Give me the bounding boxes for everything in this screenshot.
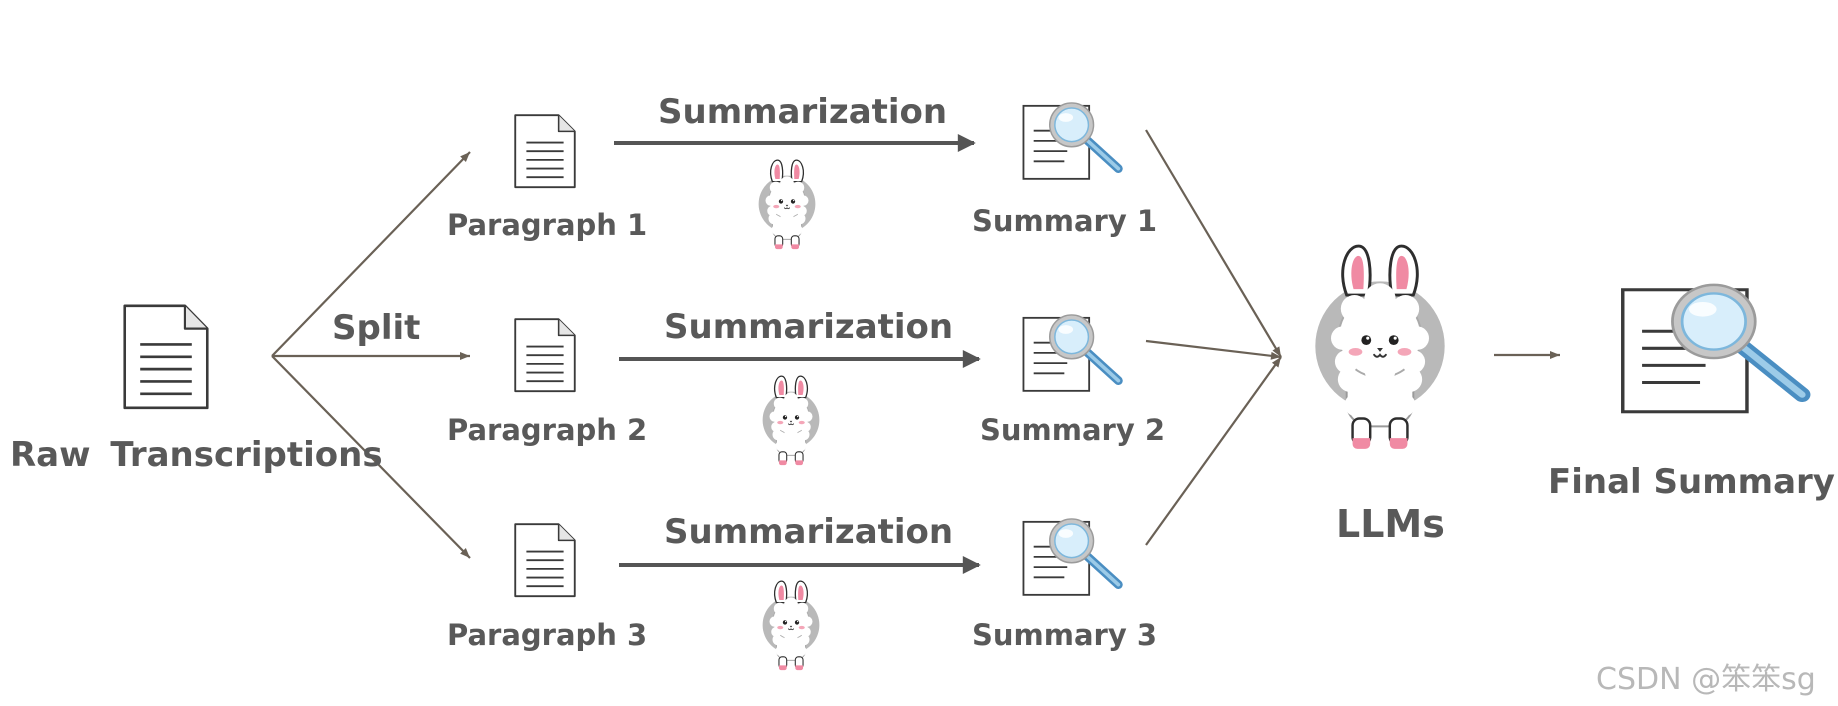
summary-1-magnifier-icon [1023,103,1118,179]
split-label: Split [332,308,421,348]
split-arrow-1 [271,151,471,357]
llama-mascot-icon-2 [761,375,821,466]
summarization-label-3: Summarization [664,512,954,552]
summary-2-magnifier-icon [1023,315,1118,391]
watermark: CSDN @笨笨sg [1596,662,1816,697]
converge-arrow-1 [1145,129,1282,358]
final-summary-label: Final Summary [1548,462,1835,502]
paragraph-1-document-icon [514,114,576,189]
summary-3-magnifier-icon [1023,519,1118,595]
split-arrow-3 [271,355,471,559]
converge-arrow-2 [1145,339,1282,360]
converge-arrow-3 [1145,356,1282,546]
summarization-label-1: Summarization [658,92,948,132]
final-summary-magnifier-icon [1623,285,1802,412]
summary-2-label: Summary 2 [980,413,1166,447]
summary-1-label: Summary 1 [972,204,1158,238]
raw-transcriptions-document-icon [123,304,209,410]
paragraph-3-label: Paragraph 3 [447,618,648,652]
paragraph-2-document-icon [514,318,576,393]
llama-mascot-icon-1 [757,159,817,250]
paragraph-3-document-icon [514,523,576,598]
paragraph-2-label: Paragraph 2 [447,413,648,447]
llms-llama-mascot-icon [1313,244,1447,451]
summarization-label-2: Summarization [664,307,954,347]
paragraph-1-label: Paragraph 1 [447,208,648,242]
llms-label: LLMs [1336,502,1445,546]
llama-mascot-icon-3 [761,580,821,671]
raw-transcriptions-label: Raw Transcriptions [10,435,383,475]
summary-3-label: Summary 3 [972,618,1158,652]
